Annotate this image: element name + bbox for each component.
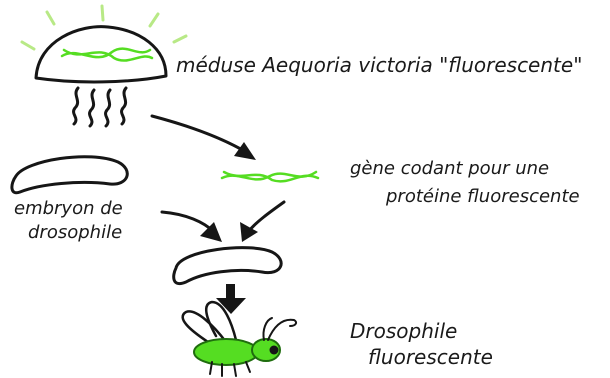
jellyfish-drawing — [36, 27, 166, 126]
embryo-drawing — [12, 157, 127, 193]
fly-label-line1: Drosophile — [350, 319, 457, 343]
embryo-label-line1: embryon de — [14, 198, 123, 219]
fly-drawing — [183, 302, 296, 376]
gene-label-line1: gène codant pour une — [350, 158, 549, 179]
arrow — [240, 202, 284, 242]
embryo-drawing — [174, 248, 281, 284]
fly-label-line2: fluorescente — [368, 345, 493, 369]
gene-label-line2: protéine fluorescente — [385, 186, 580, 207]
arrow — [152, 116, 256, 160]
arrow — [216, 284, 246, 314]
arrow — [162, 212, 222, 242]
embryo-label-line2: drosophile — [28, 222, 122, 243]
jellyfish-label: méduse Aequoria victoria "fluorescente" — [176, 53, 582, 77]
gene-strand-drawing — [222, 172, 318, 181]
